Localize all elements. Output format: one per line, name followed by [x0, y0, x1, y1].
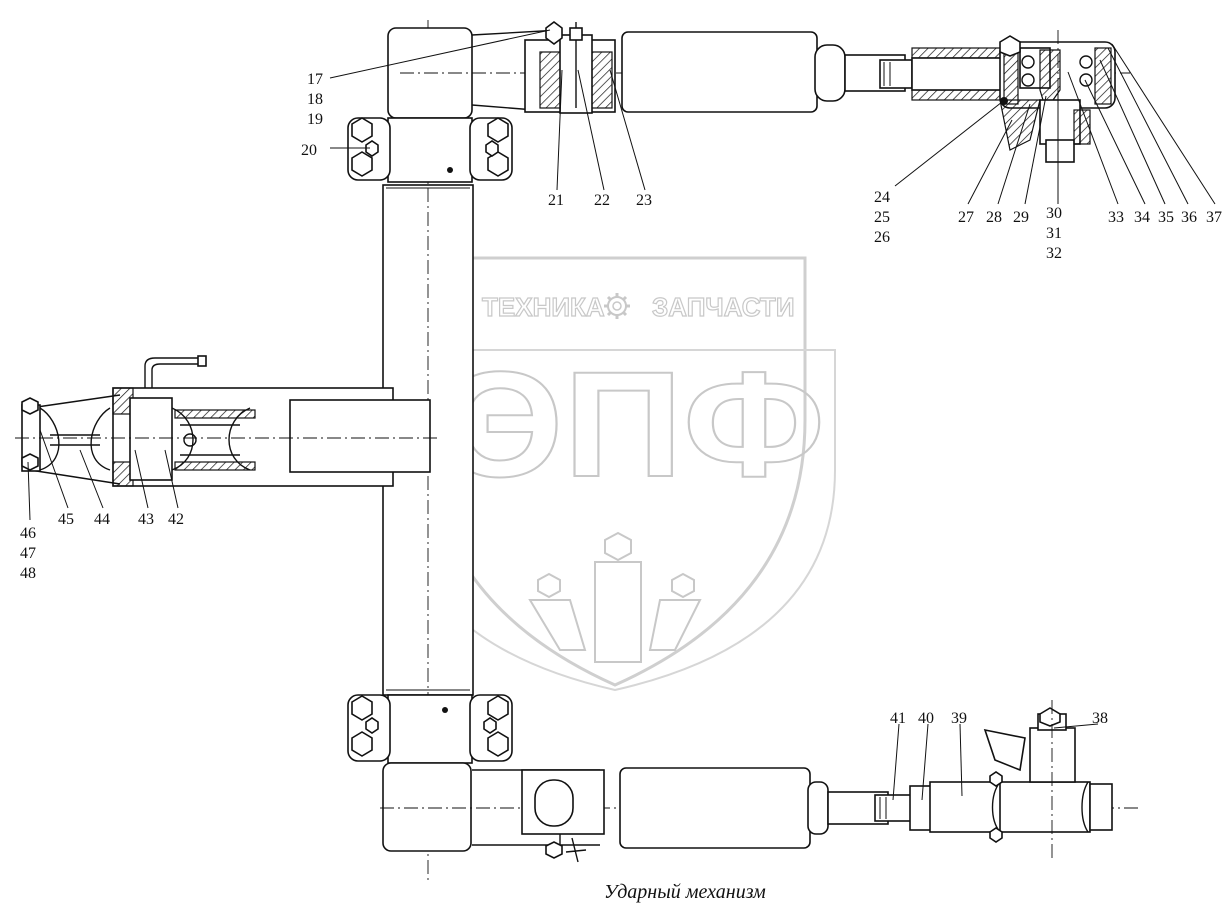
- wheat-icon: [528, 531, 702, 663]
- diagram-caption: Ударный механизм: [604, 881, 766, 903]
- callout-36: 36: [1181, 209, 1197, 226]
- callout-24: 24: [874, 189, 890, 206]
- callout-47: 47: [20, 545, 36, 562]
- callout-43: 43: [138, 511, 154, 528]
- callout-17: 17: [307, 71, 323, 88]
- callout-41: 41: [890, 710, 906, 727]
- callout-23: 23: [636, 192, 652, 209]
- bottom-arm: [380, 700, 1140, 863]
- watermark: ТЕХНИКА ЗАПЧАСТИ ЭПФ: [394, 256, 836, 692]
- callout-31: 31: [1046, 225, 1062, 242]
- callout-40: 40: [918, 710, 934, 727]
- callout-22: 22: [594, 192, 610, 209]
- callout-34: 34: [1134, 209, 1150, 226]
- callout-29: 29: [1013, 209, 1029, 226]
- callout-30: 30: [1046, 205, 1062, 222]
- callout-27: 27: [958, 209, 974, 226]
- callout-28: 28: [986, 209, 1002, 226]
- callout-39: 39: [951, 710, 967, 727]
- middle-arm: [15, 355, 440, 487]
- watermark-big-text: ЭПФ: [445, 340, 825, 508]
- watermark-text-right: ЗАПЧАСТИ: [652, 292, 795, 322]
- callout-46: 46: [20, 525, 36, 542]
- bottom-clamp: [347, 694, 513, 852]
- callout-32: 32: [1046, 245, 1062, 262]
- callout-35: 35: [1158, 209, 1174, 226]
- gear-icon: [604, 293, 630, 319]
- top-arm: [400, 21, 1130, 180]
- callout-25: 25: [874, 209, 890, 226]
- callout-38: 38: [1092, 710, 1108, 727]
- callout-20: 20: [301, 142, 317, 159]
- callout-18: 18: [307, 91, 323, 108]
- callout-19: 19: [307, 111, 323, 128]
- leader-lines: [27, 29, 1216, 801]
- top-clamp: [347, 27, 513, 183]
- callout-21: 21: [548, 192, 564, 209]
- callout-45: 45: [58, 511, 74, 528]
- callout-42: 42: [168, 511, 184, 528]
- callout-33: 33: [1108, 209, 1124, 226]
- callout-44: 44: [94, 511, 110, 528]
- callout-37: 37: [1206, 209, 1222, 226]
- callout-48: 48: [20, 565, 36, 582]
- watermark-text-left: ТЕХНИКА: [482, 292, 605, 322]
- callout-26: 26: [874, 229, 890, 246]
- callout-labels: 17 18 19 20 21 22 23 24 25 26 27 28 29 3…: [20, 71, 1222, 727]
